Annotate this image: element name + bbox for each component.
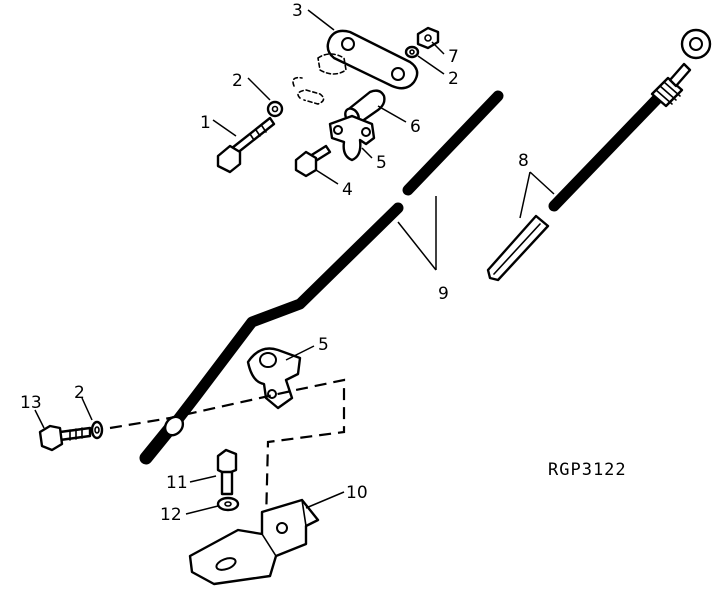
callout-labels: 3 2 1 7 2 6 5 4 8 9 5 10 11 12 13 2 — [20, 1, 529, 525]
clamp-upper — [328, 114, 376, 162]
ghost-clip — [292, 53, 347, 105]
callout-8: 8 — [518, 151, 529, 171]
callout-12: 12 — [160, 505, 182, 525]
callout-1: 1 — [200, 113, 211, 133]
callout-2-lower-left: 2 — [74, 383, 85, 403]
callout-5-lower: 5 — [318, 335, 329, 355]
leader-lines — [34, 9, 555, 515]
callout-7: 7 — [448, 47, 459, 67]
rod-lower-bent — [139, 202, 404, 465]
cable-lower — [486, 214, 550, 282]
bolt-left — [38, 424, 92, 452]
washer-top-right — [404, 45, 420, 59]
bracket — [188, 498, 320, 586]
callout-3: 3 — [292, 1, 303, 21]
assembly-dashed-lines — [109, 378, 346, 523]
callout-2-upper-left: 2 — [232, 71, 243, 91]
callout-10: 10 — [346, 483, 368, 503]
rod-upper — [402, 90, 504, 196]
figure-code: RGP3122 — [548, 460, 627, 480]
short-bolt — [294, 144, 332, 178]
callout-4: 4 — [342, 180, 353, 200]
callout-5-upper: 5 — [376, 153, 387, 173]
bolt-vertical — [216, 448, 238, 496]
link-plate — [326, 29, 419, 90]
callout-2-upper-right: 2 — [448, 69, 459, 89]
washer-bottom — [216, 496, 240, 512]
long-bolt — [216, 116, 276, 174]
washer-upper-left — [266, 100, 284, 118]
callout-9: 9 — [438, 284, 449, 304]
washer-lower-left — [90, 420, 104, 440]
cable-upper — [548, 28, 712, 212]
callout-6: 6 — [410, 117, 421, 137]
callout-11: 11 — [166, 473, 188, 493]
callout-13: 13 — [20, 393, 42, 413]
